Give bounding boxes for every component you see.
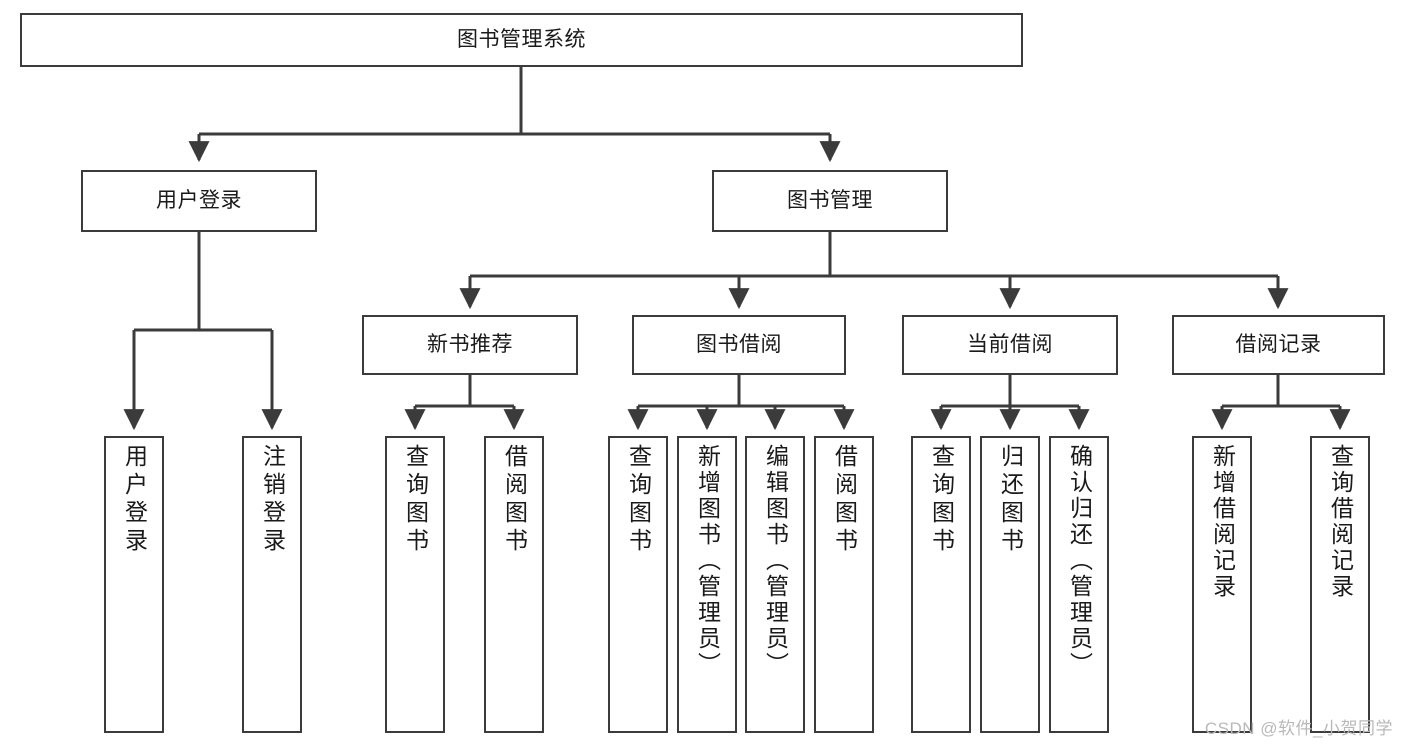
node-label: 图书管理系统: [457, 27, 586, 51]
node-book-management[interactable]: 图书管理: [712, 170, 948, 232]
leaf-borrow-record-query-record[interactable]: 查询借阅记录: [1310, 436, 1370, 733]
node-label: 查询图书: [625, 444, 652, 556]
node-label: 图书借阅: [696, 332, 782, 356]
node-new-book-recommend[interactable]: 新书推荐: [362, 315, 578, 375]
leaf-current-borrow-query-book[interactable]: 查询图书: [911, 436, 971, 733]
node-borrow-record[interactable]: 借阅记录: [1172, 315, 1385, 375]
leaf-current-borrow-return-book[interactable]: 归还图书: [980, 436, 1040, 733]
node-current-borrow[interactable]: 当前借阅: [902, 315, 1118, 375]
node-label: 查询借阅记录: [1327, 444, 1354, 600]
leaf-book-borrow-edit-book-admin[interactable]: 编辑图书（管理员）: [745, 436, 805, 733]
watermark: CSDN @软件_小贺同学: [1204, 719, 1393, 738]
node-label: 借阅图书: [501, 444, 528, 556]
leaf-book-borrow-query-book[interactable]: 查询图书: [608, 436, 668, 733]
node-label: 借阅记录: [1235, 332, 1322, 356]
leaf-book-borrow-add-book-admin[interactable]: 新增图书（管理员）: [677, 436, 737, 733]
node-label: 新增图书（管理员）: [694, 444, 721, 678]
node-label: 借阅图书: [831, 444, 858, 556]
leaf-new-book-borrow-book[interactable]: 借阅图书: [484, 436, 544, 733]
node-label: 用户登录: [121, 444, 148, 556]
leaf-user-login-logout[interactable]: 注销登录: [242, 436, 302, 733]
leaf-current-borrow-confirm-return-admin[interactable]: 确认归还（管理员）: [1049, 436, 1109, 733]
leaf-user-login-login[interactable]: 用户登录: [104, 436, 164, 733]
node-book-borrow[interactable]: 图书借阅: [632, 315, 846, 375]
node-root-book-management-system[interactable]: 图书管理系统: [20, 13, 1023, 67]
node-label: 当前借阅: [967, 332, 1053, 356]
node-label: 用户登录: [156, 188, 242, 212]
node-label: 新增借阅记录: [1209, 444, 1236, 600]
leaf-book-borrow-borrow-book[interactable]: 借阅图书: [814, 436, 874, 733]
node-label: 图书管理: [787, 188, 873, 212]
node-label: 编辑图书（管理员）: [762, 444, 789, 678]
node-label: 新书推荐: [427, 332, 513, 356]
node-label: 查询图书: [402, 444, 429, 556]
node-label: 归还图书: [997, 444, 1024, 556]
node-label: 查询图书: [928, 444, 955, 556]
leaf-borrow-record-add-record[interactable]: 新增借阅记录: [1192, 436, 1252, 733]
node-user-login[interactable]: 用户登录: [81, 170, 317, 232]
node-label: 确认归还（管理员）: [1066, 444, 1093, 678]
leaf-new-book-query-book[interactable]: 查询图书: [385, 436, 445, 733]
node-label: 注销登录: [259, 444, 286, 556]
